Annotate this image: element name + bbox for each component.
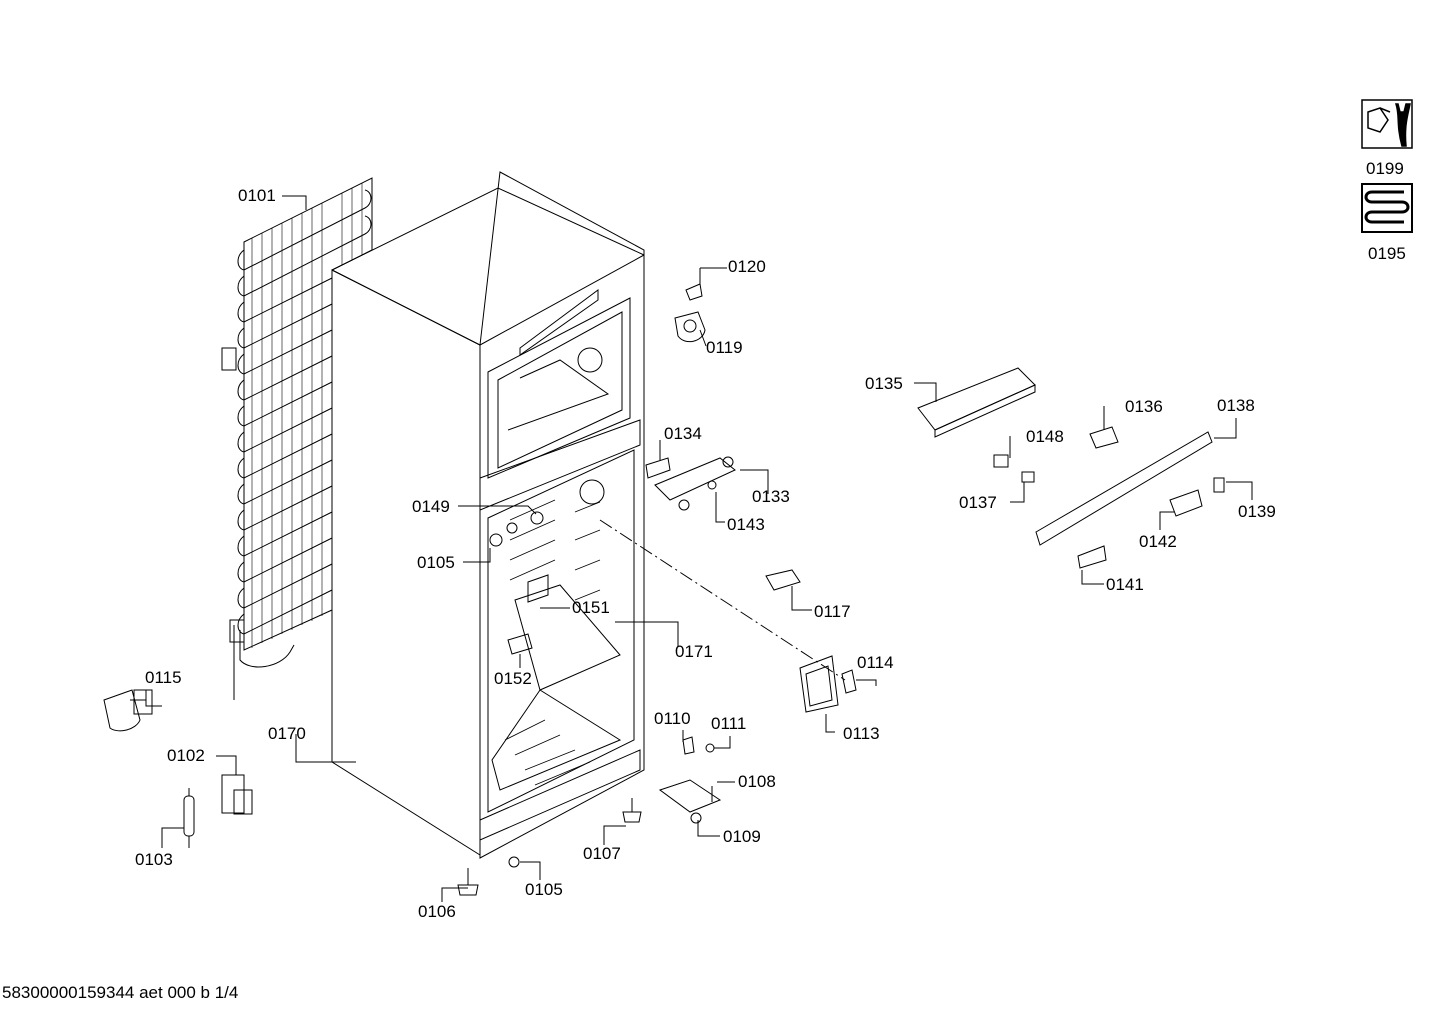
part-0103-drier: [183, 788, 195, 848]
document-id: 58300000159344 aet 000 b 1/4: [2, 983, 239, 1002]
part-0143-washer: [678, 499, 690, 511]
label-0103: 0103: [135, 850, 173, 869]
condenser-coil: [221, 177, 373, 700]
label-0113: 0113: [843, 724, 880, 743]
part-0151-channel: [527, 574, 549, 603]
label-0143: 0143: [727, 515, 765, 534]
part-0109-hinge-pin: [690, 812, 702, 824]
label-0149: 0149: [412, 497, 450, 516]
part-0107-foot: [622, 798, 642, 823]
cabinet-body: [331, 171, 846, 859]
label-0135: 0135: [865, 374, 903, 393]
part-0134-bracket: [645, 457, 671, 479]
part-0148-knob: [993, 454, 1009, 468]
label-0110: 0110: [654, 709, 691, 728]
part-0114-gasket: [841, 669, 857, 694]
part-0133-hinge: [654, 456, 736, 501]
part-0152-shelf-support: [507, 633, 533, 655]
label-0141: 0141: [1106, 575, 1144, 594]
wrench-nut-icon: [1361, 99, 1413, 149]
label-0171: 0171: [675, 642, 713, 661]
label-0152: 0152: [494, 669, 532, 688]
part-0142-bracket: [1169, 489, 1203, 517]
part-0119-holder: [674, 311, 706, 343]
label-0107: 0107: [583, 844, 621, 863]
label-0142: 0142: [1139, 532, 1177, 551]
label-0151: 0151: [572, 598, 610, 617]
label-0195: 0195: [1368, 244, 1406, 263]
part-0117-switch: [765, 569, 801, 591]
label-0106: 0106: [418, 902, 456, 921]
part-0105-plug: [489, 533, 503, 547]
label-0119: 0119: [706, 338, 743, 357]
part-0111-screw: [705, 743, 715, 753]
part-0149-plug: [506, 511, 544, 534]
part-0138-panel: [1035, 431, 1213, 546]
label-0120: 0120: [728, 257, 766, 276]
leader-lines: [130, 195, 1253, 902]
label-0111: 0111: [711, 714, 747, 733]
label-0133: 0133: [752, 487, 790, 506]
label-0101: 0101: [238, 186, 276, 205]
part-0102-connector: [221, 774, 253, 815]
part-0120-clip: [685, 283, 703, 301]
part-0113-lamp-cover: [799, 655, 839, 713]
label-0105-upper: 0105: [417, 553, 455, 572]
label-0170: 0170: [268, 724, 306, 743]
label-0105-lower: 0105: [525, 880, 563, 899]
label-0109: 0109: [723, 827, 761, 846]
part-0136-thermostat: [1089, 426, 1119, 449]
part-0106-foot: [457, 868, 479, 896]
label-0199: 0199: [1366, 159, 1404, 178]
label-0138: 0138: [1217, 396, 1255, 415]
coil-icon: [1361, 183, 1413, 233]
part-0137-knob: [1021, 471, 1035, 483]
part-0108-hinge: [658, 779, 722, 813]
label-0139: 0139: [1238, 502, 1276, 521]
label-0134: 0134: [664, 424, 702, 443]
label-0117: 0117: [814, 602, 851, 621]
part-0141-label: [1077, 545, 1107, 569]
part-0105-cap: [508, 856, 520, 868]
part-0135-control-housing: [917, 367, 1036, 438]
label-0115: 0115: [145, 668, 182, 687]
part-0115-relay: [103, 689, 153, 732]
label-0108: 0108: [738, 772, 776, 791]
label-0136: 0136: [1125, 397, 1163, 416]
label-0102: 0102: [167, 746, 205, 765]
label-0114: 0114: [857, 653, 894, 672]
part-0110-clip: [682, 736, 695, 755]
label-0148: 0148: [1026, 427, 1064, 446]
label-0137: 0137: [959, 493, 997, 512]
part-0139-insert: [1213, 477, 1225, 493]
